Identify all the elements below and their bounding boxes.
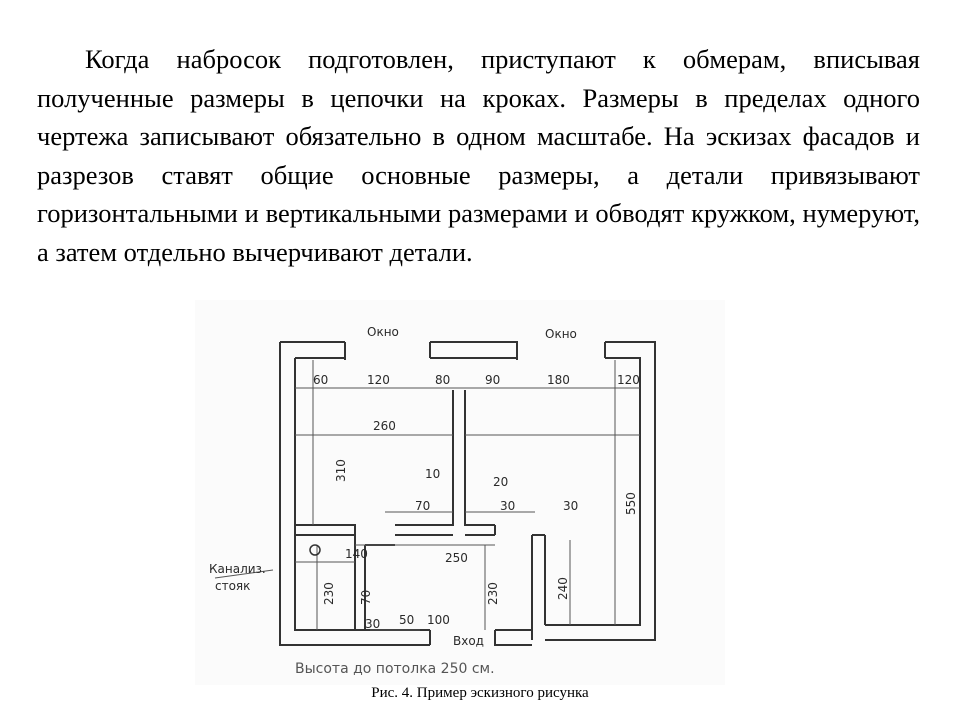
dim-30c: 30: [365, 617, 380, 631]
dim-120b: 120: [617, 373, 640, 387]
label-riser-line1: Канализ.: [209, 562, 266, 576]
dim-100: 100: [427, 613, 450, 627]
floor-plan-sketch: Окно Окно 60 120 80 90 180 120 260 310 5…: [195, 300, 725, 685]
outer-walls: [279, 341, 656, 646]
dim-180: 180: [547, 373, 570, 387]
dim-50: 50: [399, 613, 414, 627]
label-window-left: Окно: [367, 325, 399, 339]
dim-80: 80: [435, 373, 450, 387]
dim-230a: 230: [322, 582, 336, 605]
dim-70a: 70: [415, 499, 430, 513]
label-window-right: Окно: [545, 327, 577, 341]
dim-120a: 120: [367, 373, 390, 387]
dim-310: 310: [334, 459, 348, 482]
dim-30a: 30: [500, 499, 515, 513]
dim-60: 60: [313, 373, 328, 387]
label-entrance: Вход: [453, 634, 484, 648]
dim-250: 250: [445, 551, 468, 565]
label-ceiling-height: Высота до потолка 250 см.: [295, 661, 495, 677]
dim-10: 10: [425, 467, 440, 481]
riser-circle: [309, 544, 321, 556]
dim-70b: 70: [359, 590, 373, 605]
label-riser-line2: стояк: [215, 579, 250, 593]
figure-caption: Рис. 4. Пример эскизного рисунка: [371, 685, 589, 701]
sketch-paper: [195, 300, 725, 685]
floor-plan-svg: Окно Окно 60 120 80 90 180 120 260 310 5…: [195, 300, 725, 685]
body-paragraph: Когда набросок подготовлен, приступают к…: [37, 44, 920, 267]
dimension-lines: [214, 360, 640, 631]
dim-230b: 230: [486, 582, 500, 605]
dim-550: 550: [624, 492, 638, 515]
dim-140: 140: [345, 547, 368, 561]
dim-20: 20: [493, 475, 508, 489]
dim-90: 90: [485, 373, 500, 387]
dim-240: 240: [556, 577, 570, 600]
dim-30b: 30: [563, 499, 578, 513]
dim-260: 260: [373, 419, 396, 433]
